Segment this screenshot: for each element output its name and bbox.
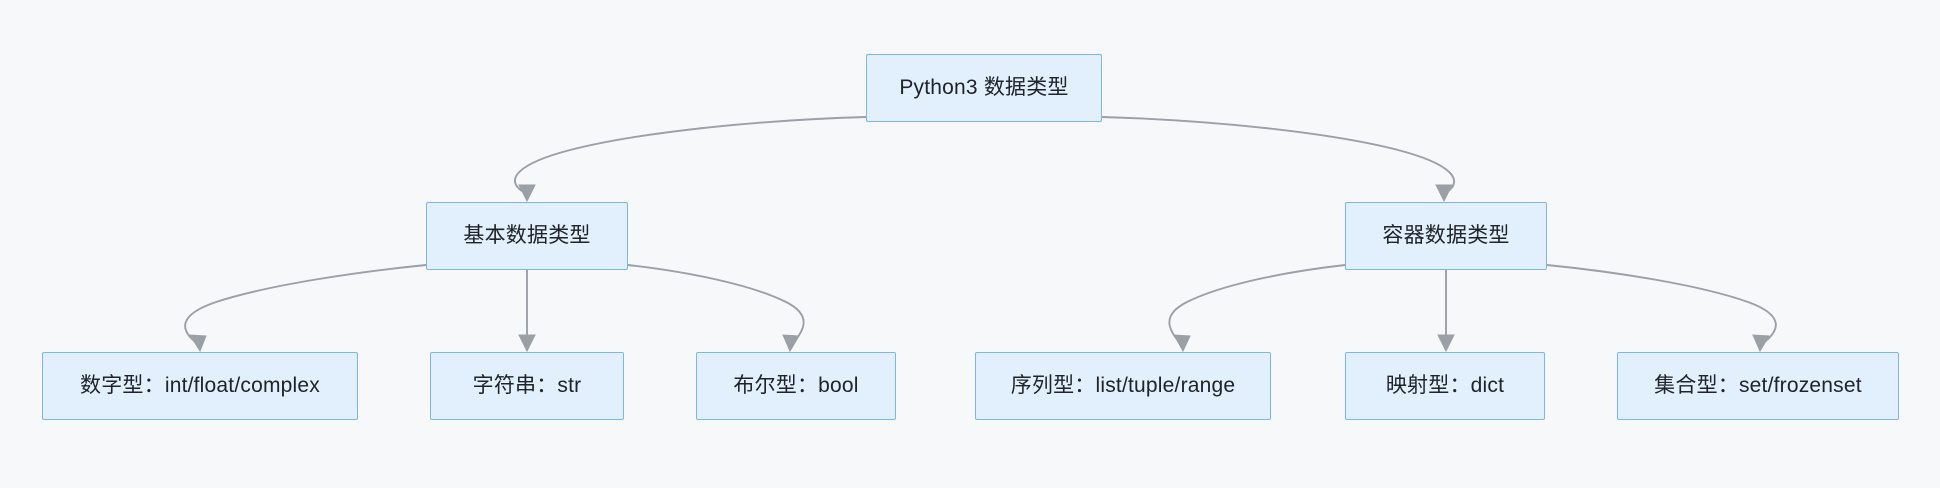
node-string-type[interactable]: 字符串：str [430,352,624,420]
node-label: 字符串：str [472,374,582,398]
edge-container-to-set [1546,264,1777,353]
node-set-type[interactable]: 集合型：set/frozenset [1617,352,1899,420]
edge-basic-to-bool [627,264,805,353]
edge-container-to-mapping [1437,270,1455,353]
node-label: 基本数据类型 [463,224,591,248]
node-bool-type[interactable]: 布尔型：bool [696,352,896,420]
node-label: 布尔型：bool [733,374,859,398]
node-label: 映射型：dict [1385,374,1505,398]
edge-basic-to-number [184,264,427,353]
node-basic-data-types[interactable]: 基本数据类型 [426,202,628,270]
node-python3-data-types[interactable]: Python3 数据类型 [866,54,1102,122]
edge-basic-to-string [518,270,536,353]
node-label: 序列型：list/tuple/range [1010,374,1236,398]
node-label: 集合型：set/frozenset [1654,374,1862,398]
node-sequence-type[interactable]: 序列型：list/tuple/range [975,352,1271,420]
node-container-data-types[interactable]: 容器数据类型 [1345,202,1547,270]
edge-root-to-basic [514,116,867,203]
node-label: Python3 数据类型 [899,76,1069,100]
node-number-type[interactable]: 数字型：int/float/complex [42,352,358,420]
edge-root-to-container [1101,116,1456,203]
node-label: 数字型：int/float/complex [80,374,320,398]
edge-container-to-sequence [1168,264,1346,353]
node-label: 容器数据类型 [1382,224,1510,248]
node-mapping-type[interactable]: 映射型：dict [1345,352,1545,420]
